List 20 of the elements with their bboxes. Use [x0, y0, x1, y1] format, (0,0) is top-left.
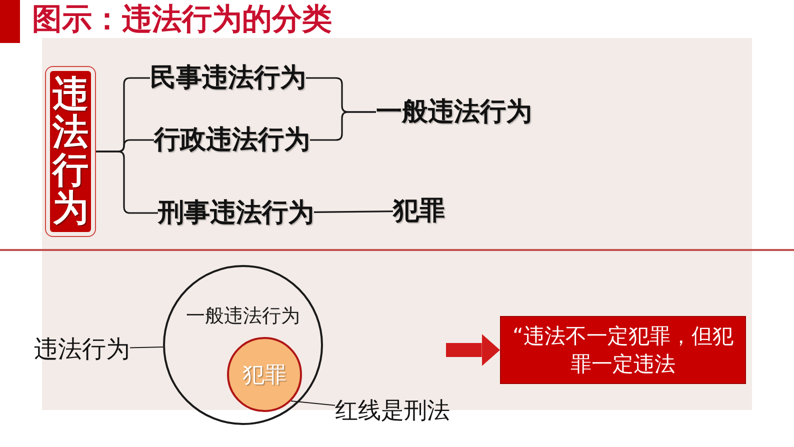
title: 图示：违法行为的分类 [32, 1, 332, 39]
quote-text: “违法不一定犯罪，但犯罪一定违法 [512, 323, 734, 378]
bracket-line [314, 210, 393, 213]
block-arrow [446, 334, 500, 366]
group-label: 一般违法行为 [376, 97, 532, 127]
leader-line [290, 400, 336, 406]
outer-circle [163, 265, 323, 425]
annotation-label: 红线是刑法 [335, 397, 450, 425]
category-label: 行政违法行为 [154, 125, 310, 155]
leader-line [130, 346, 164, 348]
set-label: 违法行为 [34, 334, 130, 364]
category-label: 违法行为 [52, 76, 88, 228]
bracket-line [310, 111, 376, 141]
category-label: 民事违法行为 [150, 63, 306, 93]
quote-box [500, 316, 746, 384]
circle-label: 一般违法行为 [186, 304, 300, 329]
group-label: 犯罪 [393, 196, 445, 226]
category-label: 刑事违法行为 [158, 198, 314, 228]
circle-label: 犯罪 [242, 362, 286, 390]
bracket-line [96, 150, 158, 214]
